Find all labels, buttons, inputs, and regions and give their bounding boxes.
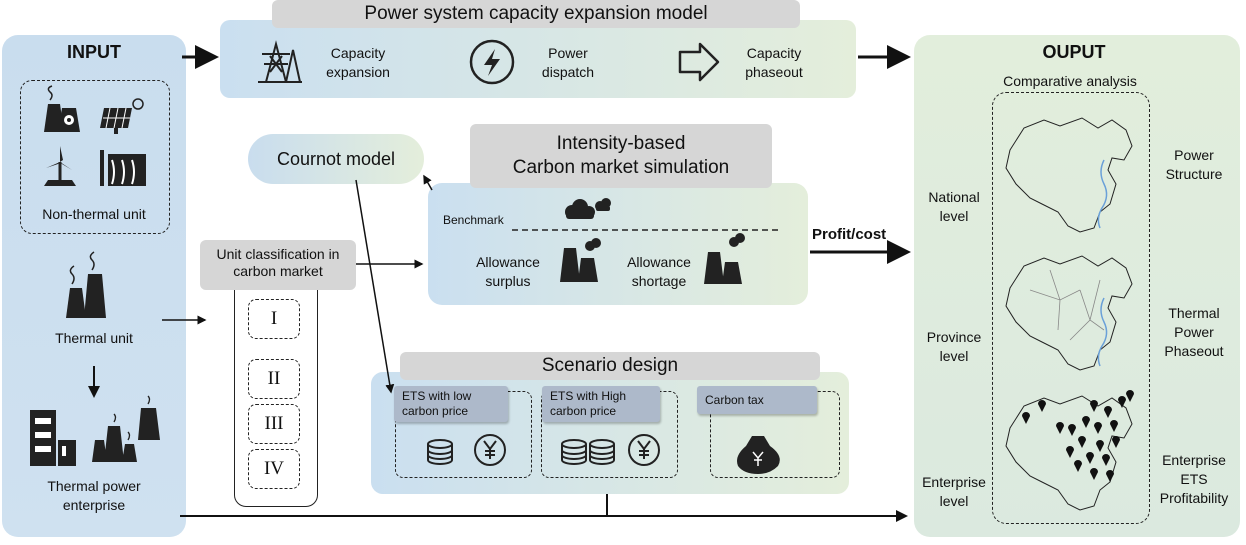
class-i: I xyxy=(248,299,300,339)
expansion-model-panel xyxy=(220,20,856,98)
scenario-title: Scenario design xyxy=(400,352,820,380)
scenario-low-tab: ETS with low carbon price xyxy=(394,386,508,422)
class-iv: IV xyxy=(248,449,300,489)
scenario-high-tab: ETS with High carbon price xyxy=(542,386,660,422)
non-thermal-label: Non-thermal unit xyxy=(42,206,146,222)
output-title: OUPUT xyxy=(1042,42,1106,62)
expansion-model-title: Power system capacity expansion model xyxy=(272,0,800,28)
class-iii: III xyxy=(248,404,300,444)
power-structure-label: Power Structure xyxy=(1165,147,1223,182)
enterprise-profitability-label: Enterprise ETS Profitability xyxy=(1159,452,1229,506)
allowance-shortage-label: Allowance shortage xyxy=(627,254,691,289)
thermal-unit-label: Thermal unit xyxy=(55,330,133,346)
capacity-expansion-label: Capacity expansion xyxy=(326,45,390,80)
non-thermal-box xyxy=(20,80,170,234)
classification-title: Unit classification in carbon market xyxy=(200,240,356,290)
input-title: INPUT xyxy=(67,42,121,62)
profit-cost-label: Profit/cost xyxy=(812,226,887,243)
comparative-label: Comparative analysis xyxy=(1003,73,1137,89)
carbon-market-title: Intensity-based Carbon market simulation xyxy=(470,124,772,188)
cournot-model: Cournot model xyxy=(248,134,424,184)
thermal-phaseout-label: Thermal Power Phaseout xyxy=(1164,305,1224,359)
carbon-market-panel xyxy=(428,183,808,305)
province-level-label: Province level xyxy=(926,329,982,364)
enterprise-level-label: Enterprise level xyxy=(922,474,986,509)
thermal-enterprise-label: Thermal power enterprise xyxy=(47,478,141,513)
class-ii: II xyxy=(248,359,300,399)
comparative-box xyxy=(992,92,1150,524)
benchmark-label: Benchmark xyxy=(443,213,504,227)
national-level-label: National level xyxy=(928,189,980,224)
power-dispatch-label: Power dispatch xyxy=(541,45,595,80)
scenario-tax-tab: Carbon tax xyxy=(697,386,817,414)
capacity-phaseout-label: Capacity phaseout xyxy=(745,45,803,80)
allowance-surplus-label: Allowance surplus xyxy=(476,254,540,289)
